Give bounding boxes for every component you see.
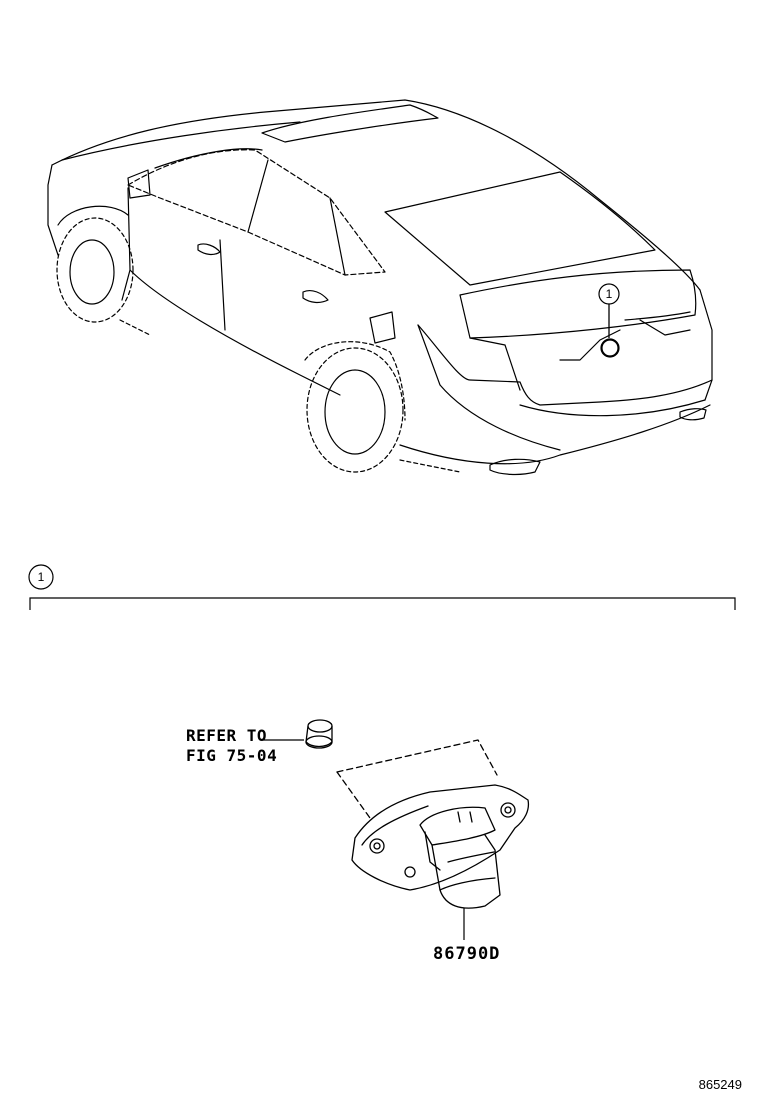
section-divider [28,564,736,610]
callout-marker [598,283,620,358]
part-number-label: 86790D [433,944,501,964]
grommet-illustration [305,719,333,749]
callout-number: 1 [606,287,613,301]
section-marker-number: 1 [38,570,45,584]
reference-label-line1: REFER TO [186,726,268,745]
vehicle-illustration [47,99,713,476]
camera-assembly-illustration [336,739,530,909]
reference-label-line2: FIG 75-04 [186,746,278,765]
illustration-number: 865249 [698,1077,742,1092]
